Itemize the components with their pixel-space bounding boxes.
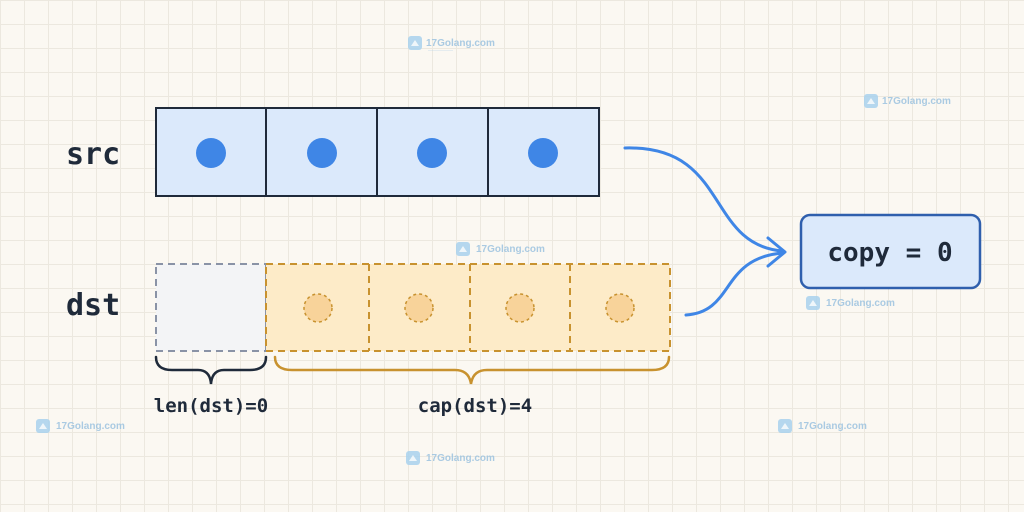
copy-result-box: copy = 0 (799, 213, 982, 290)
dst-empty-slot-dot (505, 293, 535, 323)
svg-text:17Golang.com: 17Golang.com (798, 421, 867, 432)
src-element-dot (196, 138, 226, 168)
svg-text:17Golang.com: 17Golang.com (56, 421, 125, 432)
svg-text:17Golang.com: 17Golang.com (826, 298, 895, 309)
dst-slice (155, 263, 671, 352)
dst-len-cell (155, 263, 267, 352)
watermark: 17Golang.com (806, 296, 895, 310)
dst-empty-slot-dot (605, 293, 635, 323)
src-element-dot (528, 138, 558, 168)
svg-text:17Golang.com: 17Golang.com (882, 96, 951, 107)
arrowhead-icon (766, 236, 787, 268)
watermark: 17Golang.com (36, 419, 125, 433)
watermark: 17Golang.com (406, 451, 495, 465)
svg-text:—————: ————— (428, 48, 453, 54)
watermark: 17Golang.com (778, 419, 867, 433)
cap-label: cap(dst)=4 (418, 395, 532, 417)
dst-cap-region (265, 263, 671, 352)
dst-arrow (684, 251, 785, 317)
svg-text:17Golang.com: 17Golang.com (426, 38, 495, 49)
watermark: 17Golang.com (864, 94, 951, 108)
svg-text:17Golang.com: 17Golang.com (476, 244, 545, 255)
svg-text:17Golang.com: 17Golang.com (426, 453, 495, 464)
src-slice (155, 107, 600, 197)
src-label: src (66, 137, 120, 172)
src-element-dot (307, 138, 337, 168)
src-element-dot (417, 138, 447, 168)
len-brace (154, 355, 268, 385)
dst-empty-slot-dot (404, 293, 434, 323)
dst-empty-slot-dot (303, 293, 333, 323)
cap-brace (273, 355, 671, 385)
len-label: len(dst)=0 (154, 395, 268, 417)
src-arrow (623, 146, 785, 253)
watermark: 17Golang.com (456, 242, 545, 256)
watermark: 17Golang.com ————— (408, 36, 495, 54)
dst-label: dst (66, 288, 120, 323)
copy-result-text: copy = 0 (827, 238, 952, 268)
